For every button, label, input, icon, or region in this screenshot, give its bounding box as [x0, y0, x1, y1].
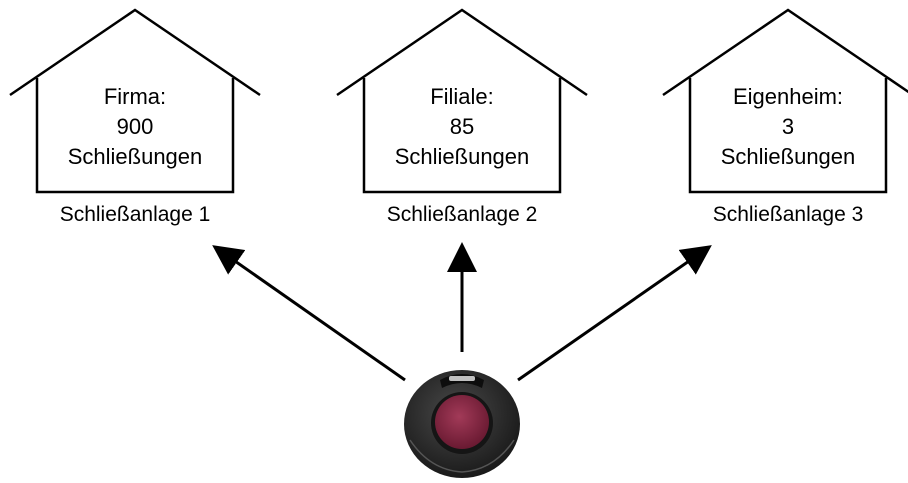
- closure-count: 3: [781, 114, 795, 139]
- house-type: Eigenheim:: [732, 84, 844, 109]
- closure-unit: Schließungen: [720, 144, 856, 169]
- key-fob-icon: [404, 370, 520, 478]
- system-caption-1: Schließanlage 1: [59, 203, 211, 226]
- house-type: Filiale:: [430, 84, 494, 109]
- house-icon: [9, 8, 261, 194]
- house-type: Firma:: [103, 84, 167, 109]
- house-label: Firma: 900 Schließungen: [45, 82, 225, 172]
- house-icon: [336, 8, 588, 194]
- system-caption-2: Schließanlage 2: [386, 203, 538, 226]
- house-label: Eigenheim: 3 Schließungen: [698, 82, 878, 172]
- house-icon: [662, 8, 908, 194]
- closure-unit: Schließungen: [67, 144, 203, 169]
- closure-count: 900: [116, 114, 154, 139]
- house-label: Filiale: 85 Schließungen: [372, 82, 552, 172]
- system-caption-3: Schließanlage 3: [712, 203, 864, 226]
- closure-count: 85: [449, 114, 475, 139]
- closure-unit: Schließungen: [394, 144, 530, 169]
- arrow-to-house-3: [517, 245, 712, 382]
- arrow-to-house-1: [212, 245, 406, 382]
